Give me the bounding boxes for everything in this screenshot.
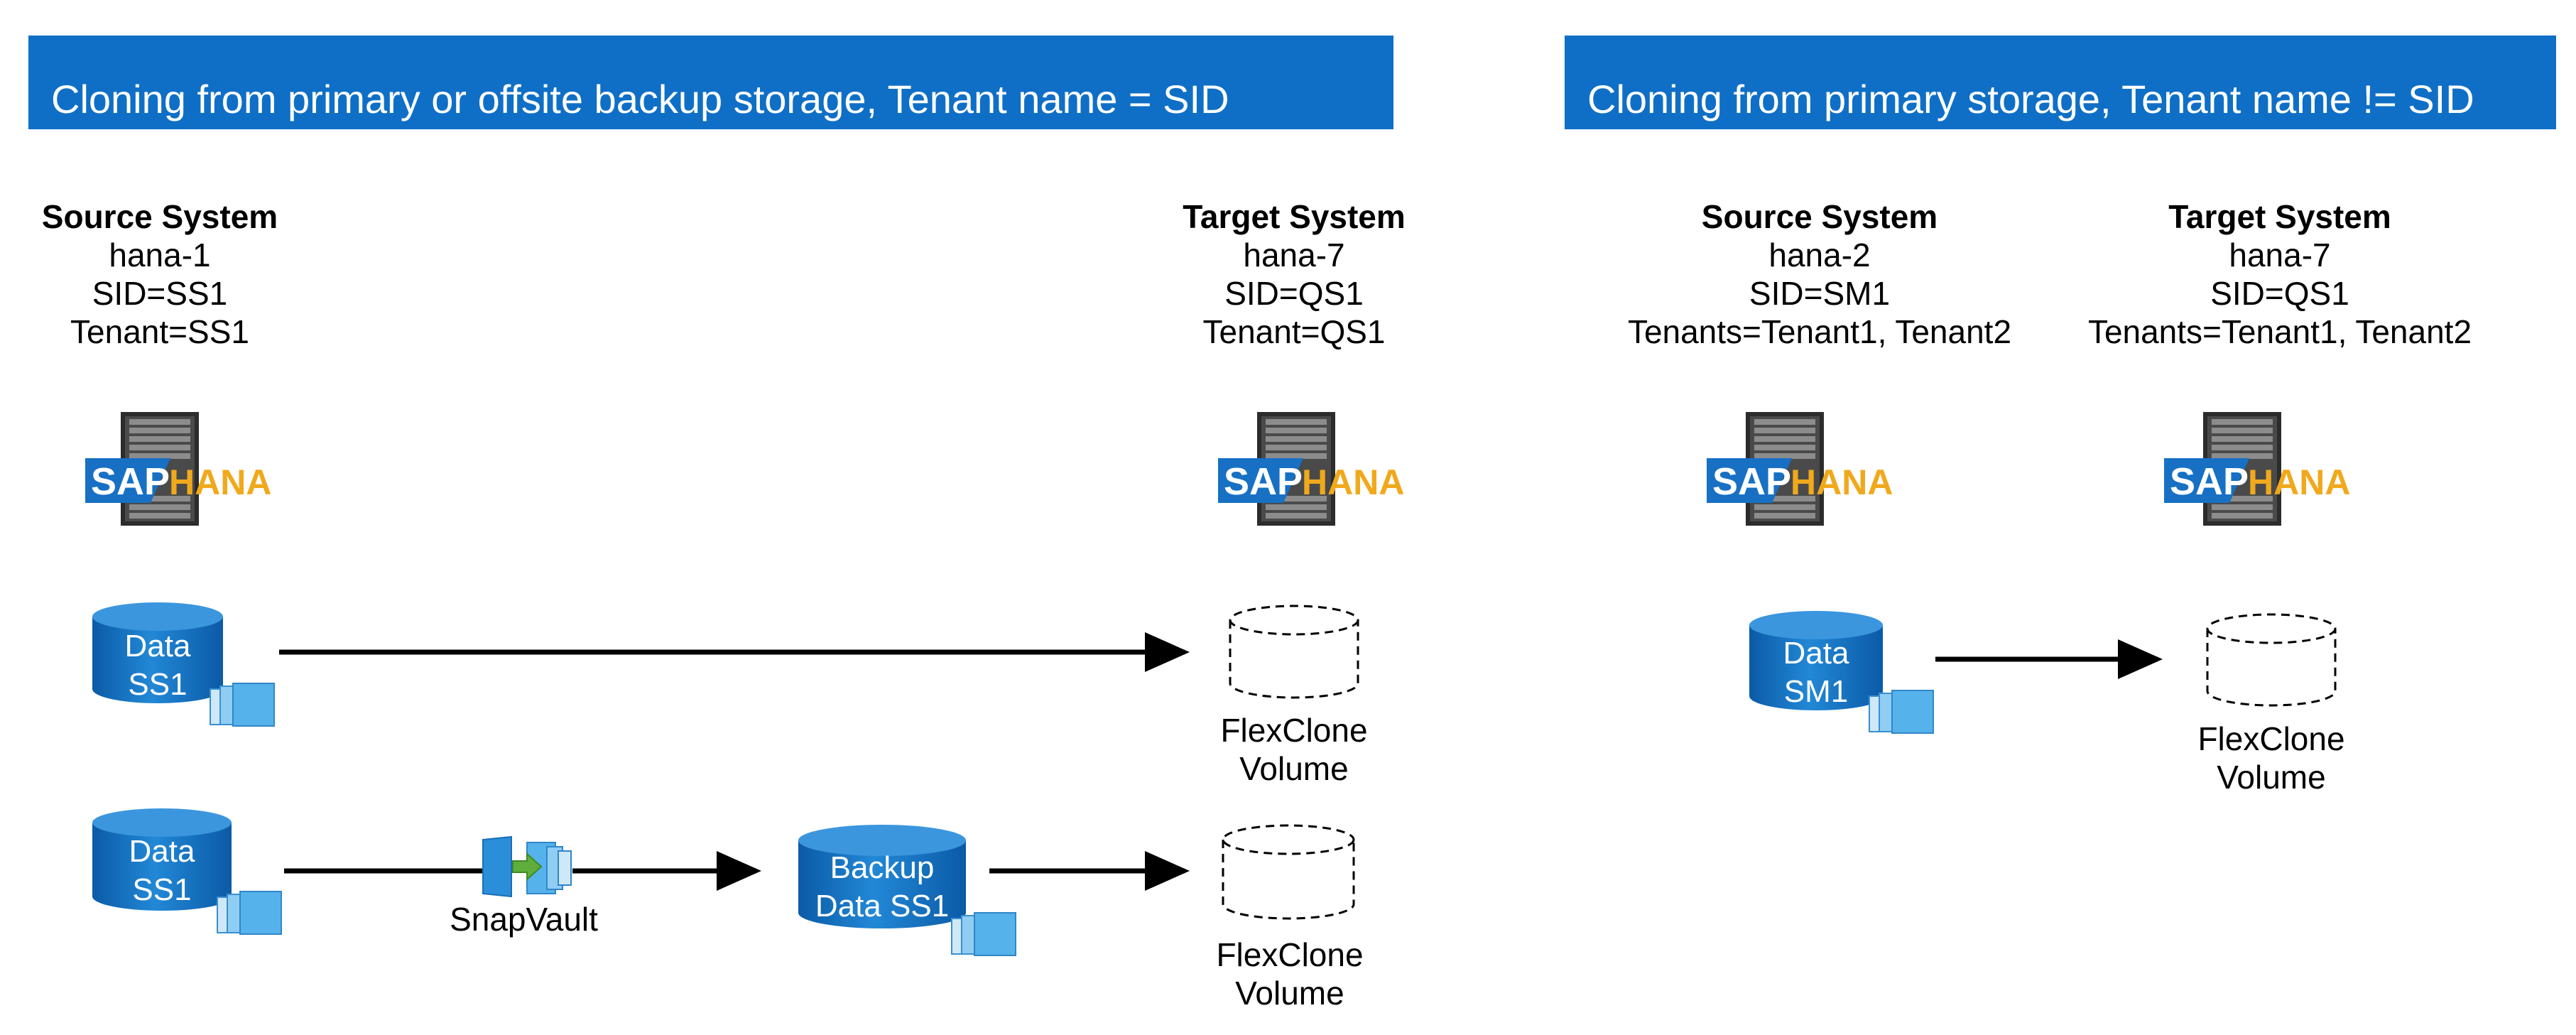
label-line: Volume [2217, 759, 2326, 796]
system-title: Target System [1183, 198, 1406, 235]
svg-text:SAP: SAP [2170, 460, 2249, 503]
svg-text:SAP: SAP [91, 460, 170, 503]
svg-text:SS1: SS1 [128, 667, 187, 702]
system-sid: SID=SM1 [1749, 275, 1891, 312]
system-tenant: Tenants=Tenant1, Tenant2 [2087, 313, 2472, 350]
svg-text:HANA: HANA [1790, 462, 1893, 502]
system-tenant: Tenant=SS1 [70, 313, 249, 350]
svg-text:SM1: SM1 [1784, 674, 1848, 709]
svg-text:HANA: HANA [1302, 462, 1404, 502]
left-row2-flexclone-label: FlexClone Volume [1183, 936, 1396, 1012]
system-tenant: Tenants=Tenant1, Tenant2 [1627, 313, 2012, 350]
system-host: hana-7 [2229, 237, 2331, 273]
left-row1-data-volume: Data SS1 [92, 602, 275, 727]
right-target-system-info: Target System hana-7 SID=QS1 Tenants=Ten… [2067, 197, 2493, 351]
left-panel-banner: Cloning from primary or offsite backup s… [28, 36, 1393, 129]
svg-text:SS1: SS1 [132, 872, 191, 907]
system-host: hana-2 [1768, 237, 1871, 273]
svg-text:SAP: SAP [1224, 460, 1303, 503]
left-row2-flexclone-volume [1222, 824, 1355, 920]
left-row1-flexclone-volume [1229, 605, 1359, 699]
svg-text:Data SS1: Data SS1 [815, 889, 949, 923]
system-host: hana-7 [1243, 237, 1345, 273]
right-source-sap-hana-logo: SAP HANA [1707, 458, 1893, 503]
system-sid: SID=QS1 [2210, 275, 2349, 312]
system-tenant: Tenant=QS1 [1202, 313, 1386, 350]
right-target-sap-hana-logo: SAP HANA [2164, 458, 2350, 503]
backup-data-volume: Backup Data SS1 [798, 825, 1016, 956]
svg-text:Data: Data [129, 834, 195, 869]
left-source-system-info: Source System hana-1 SID=SS1 Tenant=SS1 [18, 197, 302, 351]
system-host: hana-1 [109, 237, 211, 273]
left-target-system-info: Target System hana-7 SID=QS1 Tenant=QS1 [1152, 197, 1436, 351]
right-row1-flexclone-label: FlexClone Volume [2165, 720, 2378, 796]
system-sid: SID=QS1 [1224, 275, 1364, 312]
svg-text:Backup: Backup [830, 850, 935, 885]
label-line: FlexClone [2197, 720, 2345, 757]
label-line: Volume [1239, 750, 1349, 787]
svg-text:SAP: SAP [1712, 460, 1791, 503]
svg-text:Data: Data [125, 629, 191, 663]
system-title: Target System [2168, 198, 2391, 235]
svg-text:HANA: HANA [2248, 462, 2350, 502]
right-source-system-info: Source System hana-2 SID=SM1 Tenants=Ten… [1607, 197, 2033, 351]
label-line: FlexClone [1220, 712, 1368, 749]
system-sid: SID=SS1 [92, 275, 228, 312]
right-panel-banner: Cloning from primary storage, Tenant nam… [1565, 36, 2556, 129]
right-row1-data-volume: Data SM1 [1749, 611, 1934, 734]
left-target-sap-hana-logo: SAP HANA [1218, 458, 1404, 503]
left-source-sap-hana-logo: SAP HANA [85, 458, 271, 503]
snapvault-label: SnapVault [450, 901, 598, 938]
right-row1-flexclone-volume [2206, 613, 2337, 707]
system-title: Source System [1701, 198, 1938, 235]
left-row2-data-volume: Data SS1 [92, 808, 282, 935]
label-line: Volume [1235, 975, 1344, 1012]
snapvault-icon [482, 835, 572, 898]
svg-text:HANA: HANA [169, 462, 271, 502]
label-line: FlexClone [1216, 936, 1364, 973]
system-title: Source System [41, 198, 278, 235]
svg-text:Data: Data [1783, 636, 1849, 671]
left-row1-flexclone-label: FlexClone Volume [1188, 711, 1401, 788]
